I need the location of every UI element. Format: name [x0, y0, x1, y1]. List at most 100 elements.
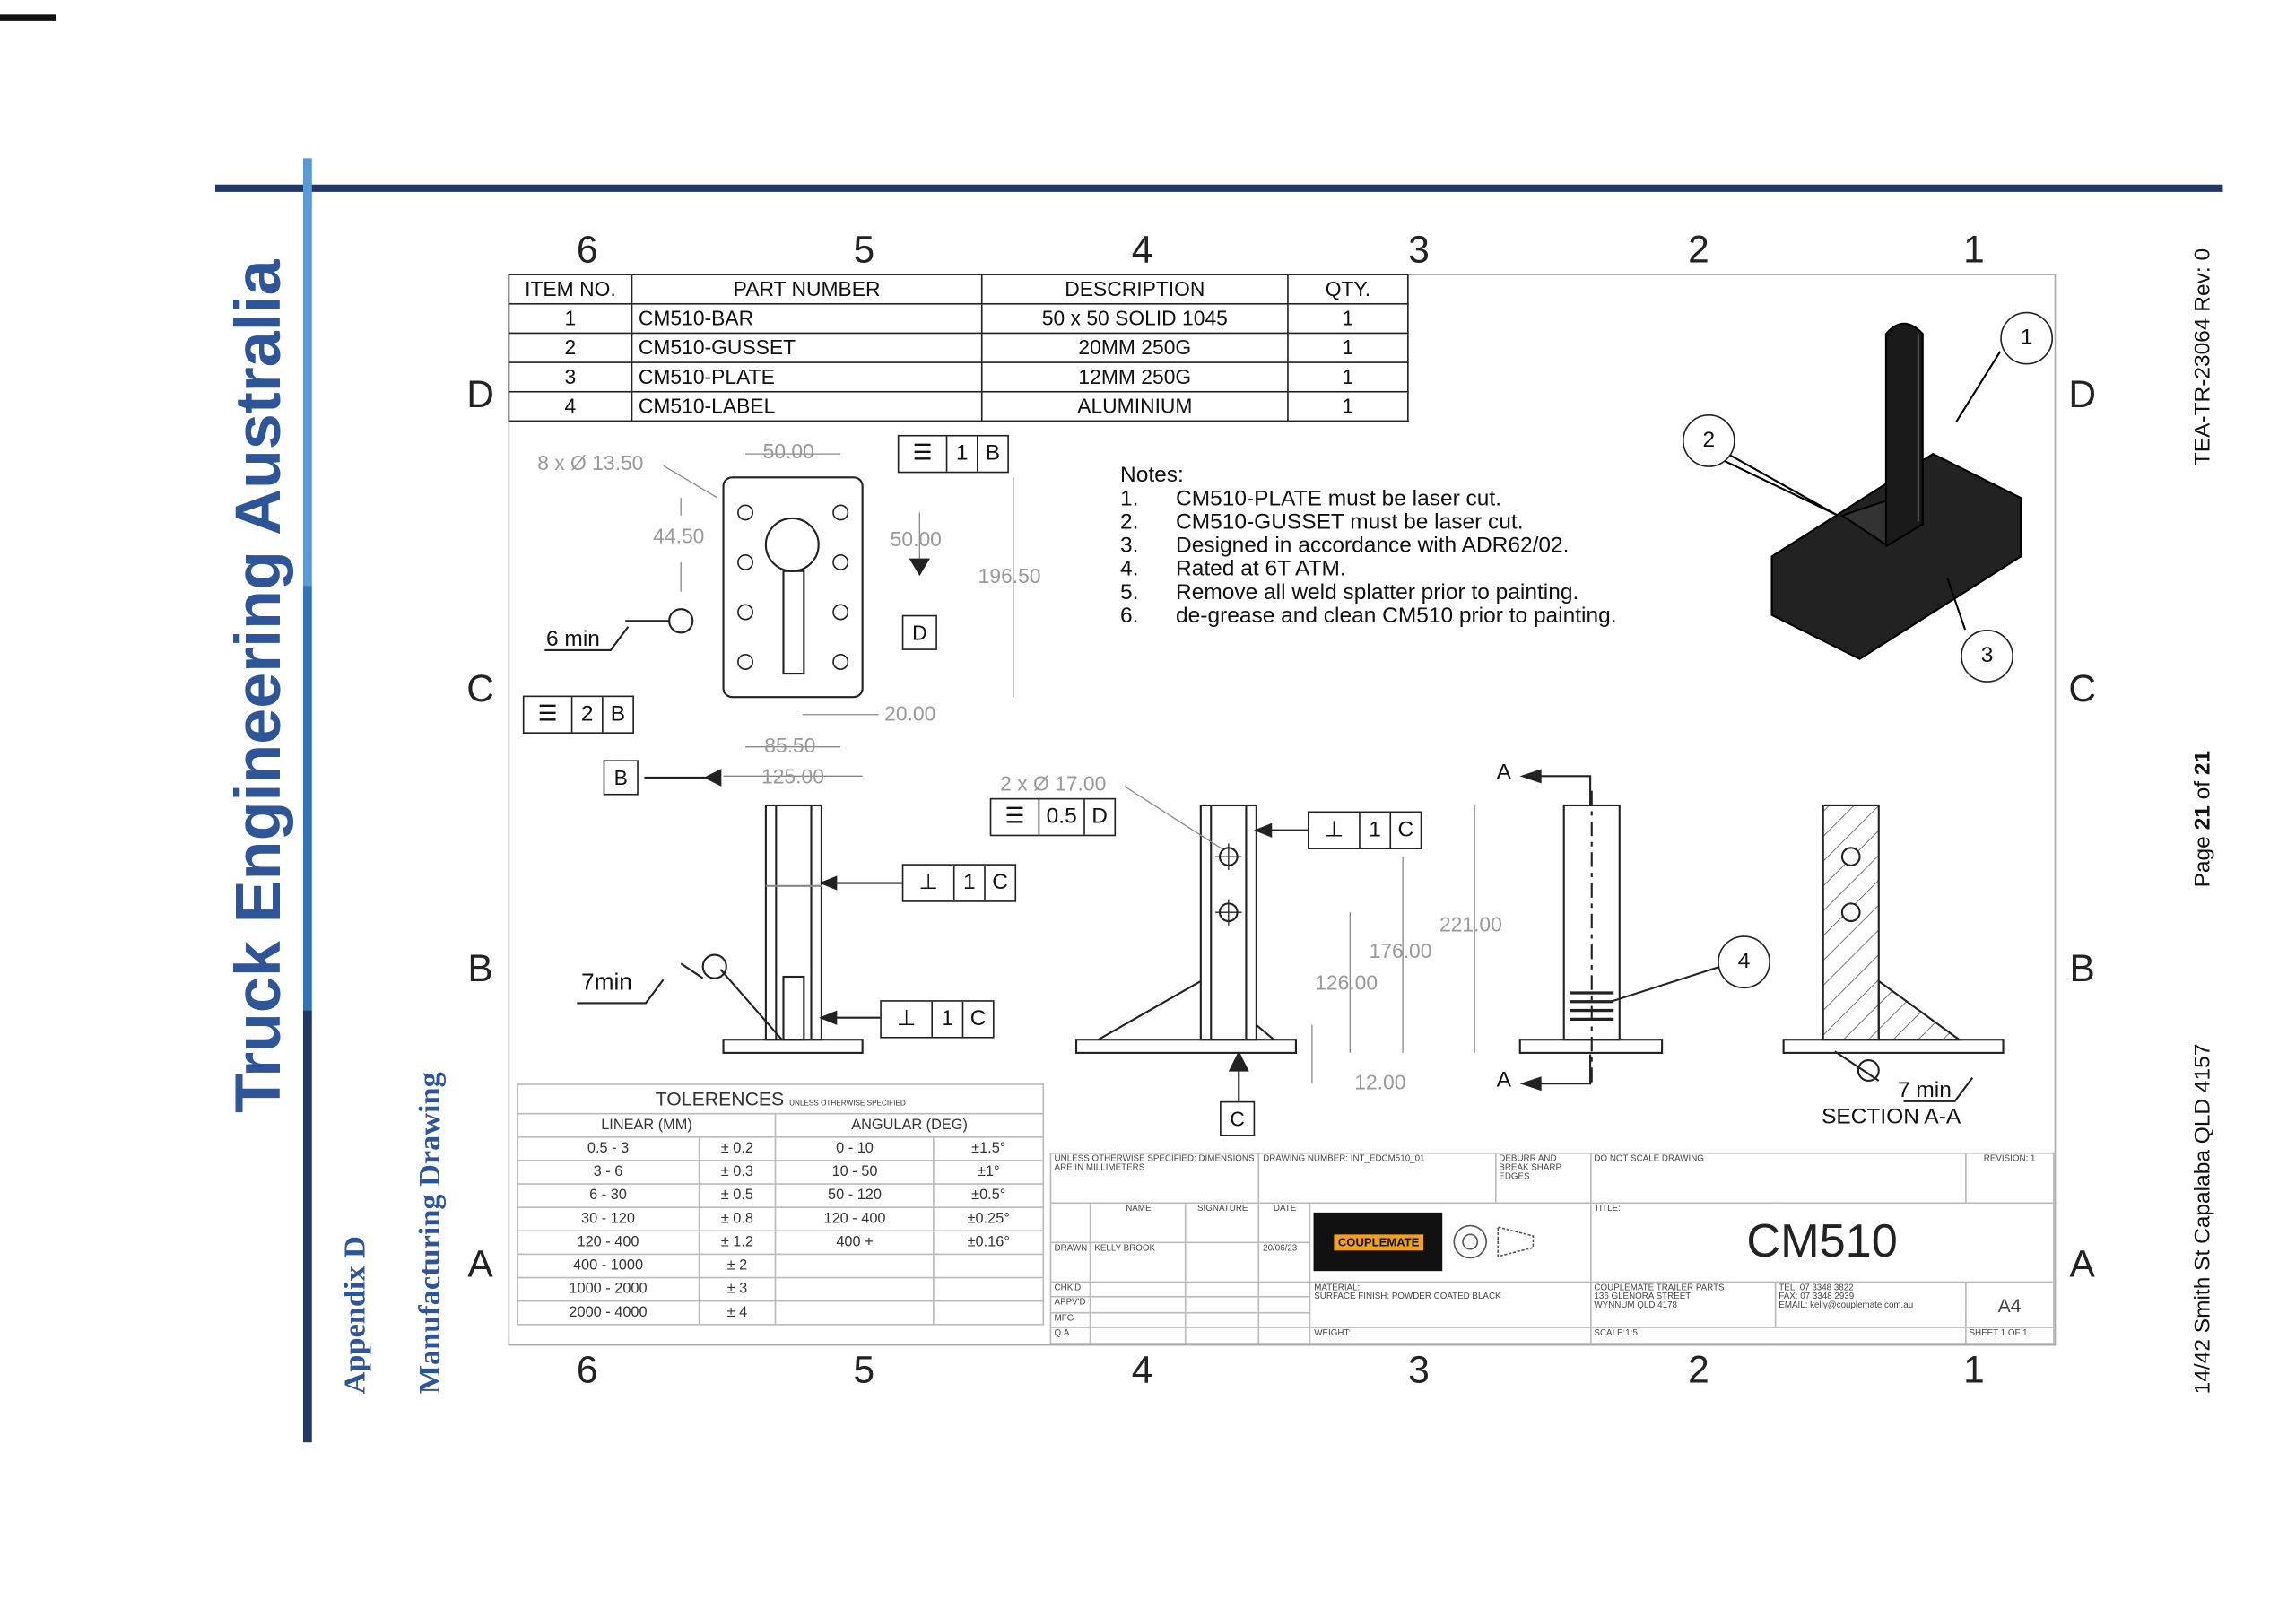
dim-hole-callout: 8 x Ø 13.50	[537, 450, 644, 474]
material-cell: MATERIAL:SURFACE FINISH: POWDER COATED B…	[1309, 1281, 1592, 1329]
zone-col: 6	[576, 227, 598, 272]
tolerance-subtitle: UNLESS OTHERWISE SPECIFIED	[789, 1100, 906, 1109]
tolerance-row: 400 - 1000± 2	[517, 1253, 1045, 1279]
side-view-2	[1518, 769, 1721, 1092]
bom-cell: 50 x 50 SOLID 1045	[980, 302, 1289, 335]
zone-col: 1	[1963, 227, 1985, 272]
bom-col-header: PART NUMBER	[631, 274, 983, 305]
balloon: 2	[1682, 414, 1735, 467]
datum-c: C	[1220, 1100, 1256, 1136]
bom-cell: 1	[1287, 390, 1409, 422]
zone-row: B	[467, 945, 493, 990]
bom-cell: CM510-PLATE	[631, 361, 983, 393]
zone-col: 3	[1408, 1347, 1430, 1392]
bom-cell: CM510-LABEL	[631, 390, 983, 422]
bom-header: ITEM NO. PART NUMBER DESCRIPTION QTY.	[508, 274, 1409, 305]
approved-label: APPV'D	[1049, 1296, 1092, 1314]
section-marker: A	[1496, 760, 1511, 786]
leader-lines	[1716, 456, 1839, 517]
dim-label: 50.00	[890, 526, 942, 551]
dim-hole-callout: 2 x Ø 17.00	[1000, 771, 1107, 796]
dim-label: 196.50	[978, 563, 1041, 587]
title-label: TITLE:	[1594, 1205, 1621, 1214]
units-note: UNLESS OTHERWISE SPECIFIED: DIMENSIONS A…	[1049, 1152, 1260, 1205]
tolerance-row: 1000 - 2000± 3	[517, 1276, 1045, 1302]
zone-row: A	[2069, 1241, 2095, 1286]
note-item: 2.CM510-GUSSET must be laser cut.	[1120, 509, 1524, 535]
side-bar-mid	[302, 586, 312, 1011]
bom-col-header: DESCRIPTION	[980, 274, 1289, 305]
side-view	[1074, 786, 1475, 1101]
bom-cell: 20MM 250G	[980, 332, 1289, 363]
zone-row: A	[467, 1241, 493, 1286]
dim-label: 44.50	[653, 524, 705, 548]
dim-label: 85.50	[764, 733, 816, 758]
weight: WEIGHT:	[1309, 1327, 1592, 1344]
tolerance-title: TOLERENCES	[655, 1088, 785, 1110]
zone-row: C	[466, 665, 494, 710]
zone-row: D	[466, 371, 494, 416]
date-header: DATE	[1258, 1202, 1312, 1244]
revision: REVISION: 1	[1964, 1152, 2055, 1205]
notes-title: Notes:	[1120, 462, 1184, 488]
note-item: 6.de-grease and clean CM510 prior to pai…	[1120, 603, 1617, 629]
bom-cell: 2	[508, 332, 633, 363]
title-cell: TITLE: CM510	[1589, 1202, 2055, 1283]
notes: Notes: 1.CM510-PLATE must be laser cut. …	[1120, 462, 1617, 629]
angular-header: ANGULAR (DEG)	[775, 1112, 1045, 1138]
tolerance-table: TOLERENCES UNLESS OTHERWISE SPECIFIED LI…	[517, 1083, 1045, 1326]
balloon: 1	[2000, 311, 2054, 365]
mfg-label: MFG	[1049, 1311, 1092, 1329]
bom-cell: CM510-GUSSET	[631, 332, 983, 363]
note-item: 1.CM510-PLATE must be laser cut.	[1120, 486, 1502, 511]
bom-cell: 1	[1287, 302, 1409, 335]
bom-cell: 3	[508, 361, 633, 393]
scale: SCALE:1:5	[1589, 1327, 1967, 1344]
section-marker: A	[1496, 1067, 1511, 1092]
sheet-size: A4	[1964, 1281, 2055, 1329]
zone-col: 4	[1131, 227, 1153, 272]
drawing-title: CM510	[1746, 1214, 1898, 1267]
zone-col: 3	[1408, 227, 1430, 272]
sheet-number: SHEET 1 OF 1	[1964, 1327, 2055, 1344]
title-block: UNLESS OTHERWISE SPECIFIED: DIMENSIONS A…	[1049, 1152, 2055, 1344]
zone-col: 4	[1131, 1347, 1153, 1392]
front-view	[577, 804, 902, 1054]
note-item: 3.Designed in accordance with ADR62/02.	[1120, 533, 1570, 559]
zone-row: C	[2068, 665, 2097, 710]
zone-col: 6	[576, 1347, 598, 1392]
drawing-number: DRAWING NUMBER: INT_EDCM510_01	[1258, 1152, 1497, 1205]
plate-top-view	[544, 453, 1014, 787]
name-header: NAME	[1090, 1202, 1187, 1244]
zone-col: 2	[1688, 1347, 1709, 1392]
section-a-a-view	[1782, 804, 2005, 1102]
linear-header: LINEAR (MM)	[517, 1112, 777, 1138]
weld-symbol-label: 7min	[581, 970, 632, 996]
bom-cell: 1	[1287, 361, 1409, 393]
dim-label: 125.00	[761, 764, 824, 788]
balloon: 3	[1961, 630, 2013, 683]
bom-cell: 4	[508, 390, 633, 422]
note-item: 5.Remove all weld splatter prior to pain…	[1120, 579, 1579, 605]
weld-symbol-label: 6 min	[545, 626, 600, 652]
deburr-note: DEBURR AND BREAK SHARP EDGES	[1494, 1152, 1592, 1205]
bom-cell: ALUMINIUM	[980, 390, 1289, 422]
drawn-label: DRAWN	[1049, 1241, 1092, 1283]
signature-header: SIGNATURE	[1185, 1202, 1260, 1244]
no-scale-note: DO NOT SCALE DRAWING	[1589, 1152, 1967, 1205]
isometric-view	[1728, 322, 2022, 967]
drawn-date: 20/06/23	[1258, 1241, 1312, 1283]
zone-row: D	[2068, 371, 2097, 416]
